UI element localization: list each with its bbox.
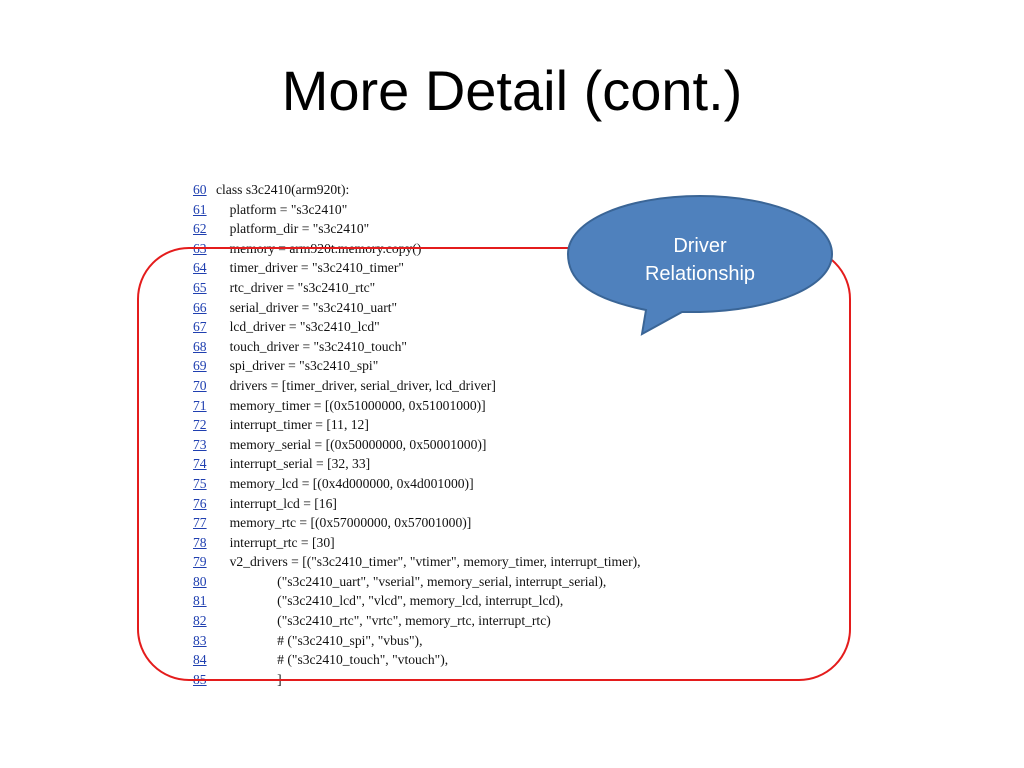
code-line: 65 rtc_driver = "s3c2410_rtc" <box>193 278 641 298</box>
slide-title: More Detail (cont.) <box>281 59 743 122</box>
line-code-text: ("s3c2410_rtc", "vrtc", memory_rtc, inte… <box>216 613 551 629</box>
code-line: 71 memory_timer = [(0x51000000, 0x510010… <box>193 396 641 416</box>
line-number-link[interactable]: 63 <box>193 240 207 256</box>
line-number-link[interactable]: 71 <box>193 397 207 413</box>
code-line: 76 interrupt_lcd = [16] <box>193 494 641 514</box>
line-code-text: memory_serial = [(0x50000000, 0x50001000… <box>216 436 487 452</box>
line-number-link[interactable]: 64 <box>193 260 207 276</box>
line-number-link[interactable]: 69 <box>193 358 207 374</box>
code-line: 61 platform = "s3c2410" <box>193 200 641 220</box>
line-number-link[interactable]: 68 <box>193 338 207 354</box>
line-code-text: spi_driver = "s3c2410_spi" <box>216 358 379 374</box>
code-line: 81 ("s3c2410_lcd", "vlcd", memory_lcd, i… <box>193 591 641 611</box>
line-code-text: memory_lcd = [(0x4d000000, 0x4d001000)] <box>216 475 474 491</box>
code-line: 74 interrupt_serial = [32, 33] <box>193 454 641 474</box>
code-line: 80 ("s3c2410_uart", "vserial", memory_se… <box>193 572 641 592</box>
callout-line-2: Relationship <box>644 263 756 285</box>
line-code-text: # ("s3c2410_spi", "vbus"), <box>216 632 423 648</box>
callout-bubble-shape <box>566 194 834 336</box>
code-line: 75 memory_lcd = [(0x4d000000, 0x4d001000… <box>193 474 641 494</box>
line-code-text: memory_timer = [(0x51000000, 0x51001000)… <box>216 397 486 413</box>
code-line: 85 ] <box>193 670 641 690</box>
line-code-text: class s3c2410(arm920t): <box>216 182 350 197</box>
line-code-text: memory = arm920t.memory.copy() <box>216 240 422 256</box>
code-line: 62 platform_dir = "s3c2410" <box>193 219 641 239</box>
line-number-link[interactable]: 65 <box>193 279 207 295</box>
line-number-link[interactable]: 79 <box>193 554 207 570</box>
line-code-text: timer_driver = "s3c2410_timer" <box>216 260 404 276</box>
code-line: 79 v2_drivers = [("s3c2410_timer", "vtim… <box>193 552 641 572</box>
code-line: 64 timer_driver = "s3c2410_timer" <box>193 258 641 278</box>
code-line: 60 class s3c2410(arm920t): <box>193 180 641 200</box>
code-line: 77 memory_rtc = [(0x57000000, 0x57001000… <box>193 513 641 533</box>
line-number-link[interactable]: 84 <box>193 652 207 668</box>
line-code-text: lcd_driver = "s3c2410_lcd" <box>216 319 380 335</box>
line-number-link[interactable]: 81 <box>193 593 207 609</box>
line-code-text: drivers = [timer_driver, serial_driver, … <box>216 377 496 393</box>
line-code-text: interrupt_timer = [11, 12] <box>216 417 369 433</box>
line-number-link[interactable]: 76 <box>193 495 207 511</box>
line-number-link[interactable]: 72 <box>193 417 207 433</box>
line-number-link[interactable]: 77 <box>193 515 207 531</box>
callout-bubble-path <box>566 194 834 336</box>
line-number-link[interactable]: 78 <box>193 534 207 550</box>
code-line: 73 memory_serial = [(0x50000000, 0x50001… <box>193 435 641 455</box>
line-number-link[interactable]: 60 <box>193 182 207 197</box>
code-line: 82 ("s3c2410_rtc", "vrtc", memory_rtc, i… <box>193 611 641 631</box>
code-line: 67 lcd_driver = "s3c2410_lcd" <box>193 317 641 337</box>
line-code-text: interrupt_rtc = [30] <box>216 534 335 550</box>
code-listing: 60 class s3c2410(arm920t): 61 platform = "… <box>193 180 641 689</box>
line-number-link[interactable]: 67 <box>193 319 207 335</box>
line-code-text: platform_dir = "s3c2410" <box>216 221 370 237</box>
line-code-text: ("s3c2410_lcd", "vlcd", memory_lcd, inte… <box>216 593 564 609</box>
code-line: 78 interrupt_rtc = [30] <box>193 533 641 553</box>
line-code-text: ] <box>216 671 282 687</box>
line-code-text: serial_driver = "s3c2410_uart" <box>216 299 398 315</box>
code-line: 69 spi_driver = "s3c2410_spi" <box>193 356 641 376</box>
code-line: 84 # ("s3c2410_touch", "vtouch"), <box>193 650 641 670</box>
callout-text: Driver Relationship <box>566 232 834 288</box>
callout-line-1: Driver <box>673 235 727 257</box>
line-number-link[interactable]: 80 <box>193 573 207 589</box>
line-number-link[interactable]: 85 <box>193 671 207 687</box>
line-code-text: interrupt_serial = [32, 33] <box>216 456 371 472</box>
line-code-text: platform = "s3c2410" <box>216 201 348 217</box>
line-number-link[interactable]: 61 <box>193 201 207 217</box>
code-line: 72 interrupt_timer = [11, 12] <box>193 415 641 435</box>
code-line: 66 serial_driver = "s3c2410_uart" <box>193 298 641 318</box>
line-code-text: rtc_driver = "s3c2410_rtc" <box>216 279 376 295</box>
line-number-link[interactable]: 73 <box>193 436 207 452</box>
line-number-link[interactable]: 66 <box>193 299 207 315</box>
line-code-text: v2_drivers = [("s3c2410_timer", "vtimer"… <box>216 554 641 570</box>
line-code-text: # ("s3c2410_touch", "vtouch"), <box>216 652 449 668</box>
driver-relationship-callout: Driver Relationship <box>566 194 834 336</box>
line-number-link[interactable]: 82 <box>193 613 207 629</box>
line-code-text: memory_rtc = [(0x57000000, 0x57001000)] <box>216 515 472 531</box>
code-line: 68 touch_driver = "s3c2410_touch" <box>193 337 641 357</box>
line-number-link[interactable]: 70 <box>193 377 207 393</box>
line-number-link[interactable]: 62 <box>193 221 207 237</box>
line-code-text: ("s3c2410_uart", "vserial", memory_seria… <box>216 573 607 589</box>
code-line: 70 drivers = [timer_driver, serial_drive… <box>193 376 641 396</box>
line-number-link[interactable]: 83 <box>193 632 207 648</box>
line-number-link[interactable]: 75 <box>193 475 207 491</box>
line-code-text: interrupt_lcd = [16] <box>216 495 337 511</box>
line-number-link[interactable]: 74 <box>193 456 207 472</box>
code-line: 83 # ("s3c2410_spi", "vbus"), <box>193 631 641 651</box>
line-code-text: touch_driver = "s3c2410_touch" <box>216 338 407 354</box>
